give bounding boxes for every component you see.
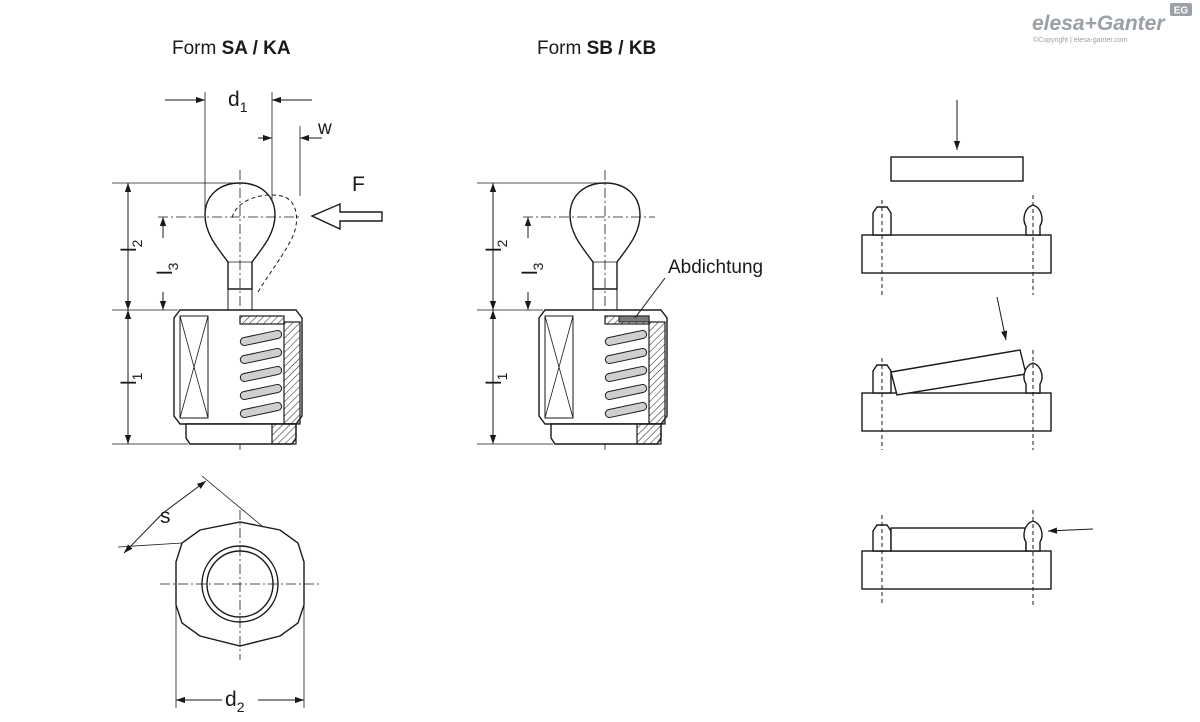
- spring-coil-sb-3: [604, 365, 648, 383]
- title-form-sa-ka: Form SA / KA: [172, 38, 291, 59]
- view-plan-hex: s d2: [117, 475, 320, 715]
- section-hatch-wall: [283, 321, 301, 425]
- usage-step-2: [861, 296, 1052, 450]
- label-w: w: [317, 118, 332, 139]
- step3-pin-knob: [1023, 520, 1043, 552]
- spring-coil-3: [239, 365, 283, 383]
- step1-plate: [890, 156, 1024, 182]
- body-outline-sb: [538, 309, 668, 425]
- spring-coil-4: [239, 383, 283, 401]
- spring-coil-sb-1: [604, 329, 648, 347]
- d2-label-bg: [222, 688, 258, 712]
- step3-base: [861, 550, 1052, 590]
- brand-badge-box: [1170, 3, 1192, 16]
- brand-badge: EG: [1174, 6, 1189, 17]
- usage-step-3: [861, 510, 1094, 606]
- seal-leader: [634, 277, 666, 319]
- step3-side-arrow: [1047, 527, 1094, 534]
- ext-s-1: [117, 542, 183, 548]
- section-hatch-top: [239, 315, 285, 325]
- body-outline: [173, 309, 303, 425]
- spigot-hatch: [271, 423, 297, 445]
- brand-name: elesa+Ganter: [1032, 12, 1166, 35]
- hex-flat-face: [179, 315, 209, 419]
- label-F: F: [352, 173, 365, 196]
- view-form-sb-kb: l2 l3 l1: [477, 170, 668, 452]
- label-l1-sb: l1: [483, 372, 510, 385]
- step3-plate: [890, 527, 1027, 552]
- title-form-sb-kb: Form SB / KB: [537, 38, 656, 59]
- ext-s-2: [201, 475, 263, 527]
- label-d1: d1: [228, 88, 248, 115]
- dim-s-arrow-1: [123, 512, 164, 554]
- seal-ring: [618, 315, 650, 323]
- view-form-sa-ka: d1 w F l2 l3 l1: [112, 88, 383, 452]
- step2-base: [861, 392, 1052, 432]
- spring-coil-sb-4: [604, 383, 648, 401]
- brand-copyright: ©Copyright | elesa-ganter.com: [1033, 36, 1128, 44]
- spigot-hatch-sb: [636, 423, 662, 445]
- label-d2: d2: [225, 688, 245, 715]
- hex-cross-2: [179, 315, 209, 419]
- section-hatch-wall-sb: [648, 321, 666, 425]
- spring-coil-5: [239, 401, 283, 419]
- spring-coil-sb-2: [604, 347, 648, 365]
- hex-cross-2-sb: [544, 315, 574, 419]
- spring-coil-2: [239, 347, 283, 365]
- label-s: s: [160, 505, 171, 528]
- dim-s-arrow-2: [162, 480, 207, 514]
- step1-base: [861, 234, 1052, 274]
- hex-flat-face-sb: [544, 315, 574, 419]
- label-l3-sb: l3: [519, 262, 546, 275]
- label-l2: l2: [118, 239, 145, 252]
- step2-down-arrow: [996, 296, 1008, 341]
- label-abdichtung: Abdichtung: [668, 257, 763, 278]
- label-l3: l3: [154, 262, 181, 275]
- label-l2-sb: l2: [483, 239, 510, 252]
- step2-plate-tilted: [890, 349, 1027, 396]
- brand-logo: elesa+Ganter EG ©Copyright | elesa-gante…: [1032, 3, 1192, 44]
- spring-coil-sb-5: [604, 401, 648, 419]
- spring-coil-1: [239, 329, 283, 347]
- lever-tilted-ghost: [231, 194, 298, 293]
- usage-step-1: [861, 100, 1052, 295]
- label-l1: l1: [118, 372, 145, 385]
- force-arrow: [310, 202, 383, 231]
